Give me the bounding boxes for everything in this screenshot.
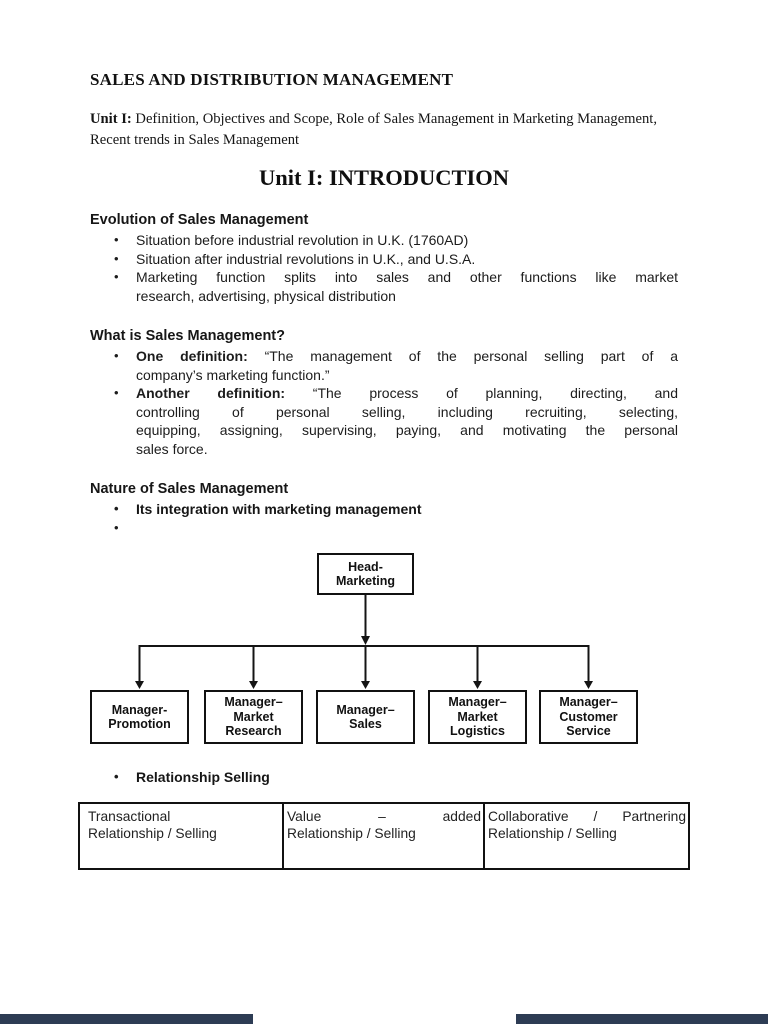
evolution-bullets: Situation before industrial revolution i… bbox=[90, 231, 678, 305]
definition-text: “The management of the personal selling … bbox=[247, 348, 678, 364]
page-content: SALES AND DISTRIBUTION MANAGEMENT Unit I… bbox=[78, 70, 690, 870]
bullet-text: Relationship Selling bbox=[136, 769, 270, 785]
bullet-text-line: One definition: “The management of the p… bbox=[136, 347, 678, 366]
bullet-item-definition-1: One definition: “The management of the p… bbox=[90, 347, 678, 384]
section-heading-nature: Nature of Sales Management bbox=[90, 481, 289, 497]
section-heading-what-is: What is Sales Management? bbox=[90, 328, 285, 344]
bullet-text-line: company’s marketing function.” bbox=[136, 366, 330, 383]
org-box-manager-customer-service: Manager– Customer Service bbox=[539, 690, 638, 744]
bullet-item: Relationship Selling bbox=[90, 768, 678, 787]
definition-lead: Another definition: bbox=[136, 385, 286, 401]
org-box-manager-promotion: Manager- Promotion bbox=[90, 690, 189, 744]
relationship-bullets: Relationship Selling bbox=[90, 768, 678, 787]
definition-lead: One definition: bbox=[136, 348, 248, 364]
bullet-text-line: Marketing function splits into sales and… bbox=[136, 269, 678, 285]
table-row: Transactional Relationship / Selling Val… bbox=[78, 801, 690, 870]
definition-text: “The process of planning, directing, and bbox=[285, 385, 679, 401]
org-box-manager-sales: Manager– Sales bbox=[316, 690, 415, 744]
bullet-text-line: sales force. bbox=[136, 440, 208, 457]
bullet-text-line: research, advertising, physical distribu… bbox=[136, 287, 396, 304]
org-chart-connectors bbox=[135, 595, 593, 689]
cell-line: Relationship / Selling bbox=[488, 825, 617, 841]
bullet-item: Situation after industrial revolutions i… bbox=[90, 250, 678, 269]
cell-line: Collaborative / Partnering bbox=[488, 808, 686, 824]
bullet-text-line: Another definition: “The process of plan… bbox=[136, 384, 678, 403]
bullet-text: Situation after industrial revolutions i… bbox=[136, 250, 476, 267]
bullet-text-line: controlling of personal selling, includi… bbox=[136, 403, 678, 420]
org-box-manager-market-logistics: Manager– Market Logistics bbox=[428, 690, 527, 744]
cell-line: Value – added bbox=[287, 808, 481, 824]
unit-summary: Unit I: Definition, Objectives and Scope… bbox=[90, 109, 678, 150]
org-box-head-marketing: Head- Marketing bbox=[317, 553, 414, 595]
unit-summary-text: Definition, Objectives and Scope, Role o… bbox=[90, 111, 658, 148]
document-title: SALES AND DISTRIBUTION MANAGEMENT bbox=[90, 70, 454, 89]
cell-line: Relationship / Selling bbox=[287, 825, 416, 841]
org-box-manager-market-research: Manager– Market Research bbox=[204, 690, 303, 744]
bullet-item-definition-2: Another definition: “The process of plan… bbox=[90, 384, 678, 458]
cell-line: Transactional bbox=[88, 808, 171, 824]
relationship-selling-table: Transactional Relationship / Selling Val… bbox=[78, 801, 690, 870]
unit-summary-label: Unit I: bbox=[90, 111, 132, 127]
viewer-footer-bar-right bbox=[516, 1014, 768, 1024]
main-heading: Unit I: INTRODUCTION bbox=[258, 165, 510, 190]
bullet-item-empty bbox=[90, 519, 678, 538]
bullet-text: Situation before industrial revolution i… bbox=[136, 232, 469, 248]
section-heading-evolution: Evolution of Sales Management bbox=[90, 212, 309, 228]
bullet-text-line: equipping, assigning, supervising, payin… bbox=[136, 422, 678, 438]
cell-collaborative: Collaborative / Partnering Relationship … bbox=[483, 801, 690, 870]
bullet-item: Its integration with marketing managemen… bbox=[90, 500, 678, 519]
what-is-bullets: One definition: “The management of the p… bbox=[90, 347, 678, 458]
cell-value-added: Value – added Relationship / Selling bbox=[282, 801, 485, 870]
org-chart: Head- Marketing Manager- Promotion Manag… bbox=[90, 550, 678, 748]
bullet-text: Its integration with marketing managemen… bbox=[136, 501, 422, 517]
cell-line: Relationship / Selling bbox=[88, 825, 217, 841]
viewer-footer-bar-left bbox=[0, 1014, 253, 1024]
bullet-item: Situation before industrial revolution i… bbox=[90, 231, 678, 250]
bullet-item: Marketing function splits into sales and… bbox=[90, 268, 678, 305]
cell-transactional: Transactional Relationship / Selling bbox=[78, 801, 284, 870]
nature-bullets: Its integration with marketing managemen… bbox=[90, 500, 678, 537]
